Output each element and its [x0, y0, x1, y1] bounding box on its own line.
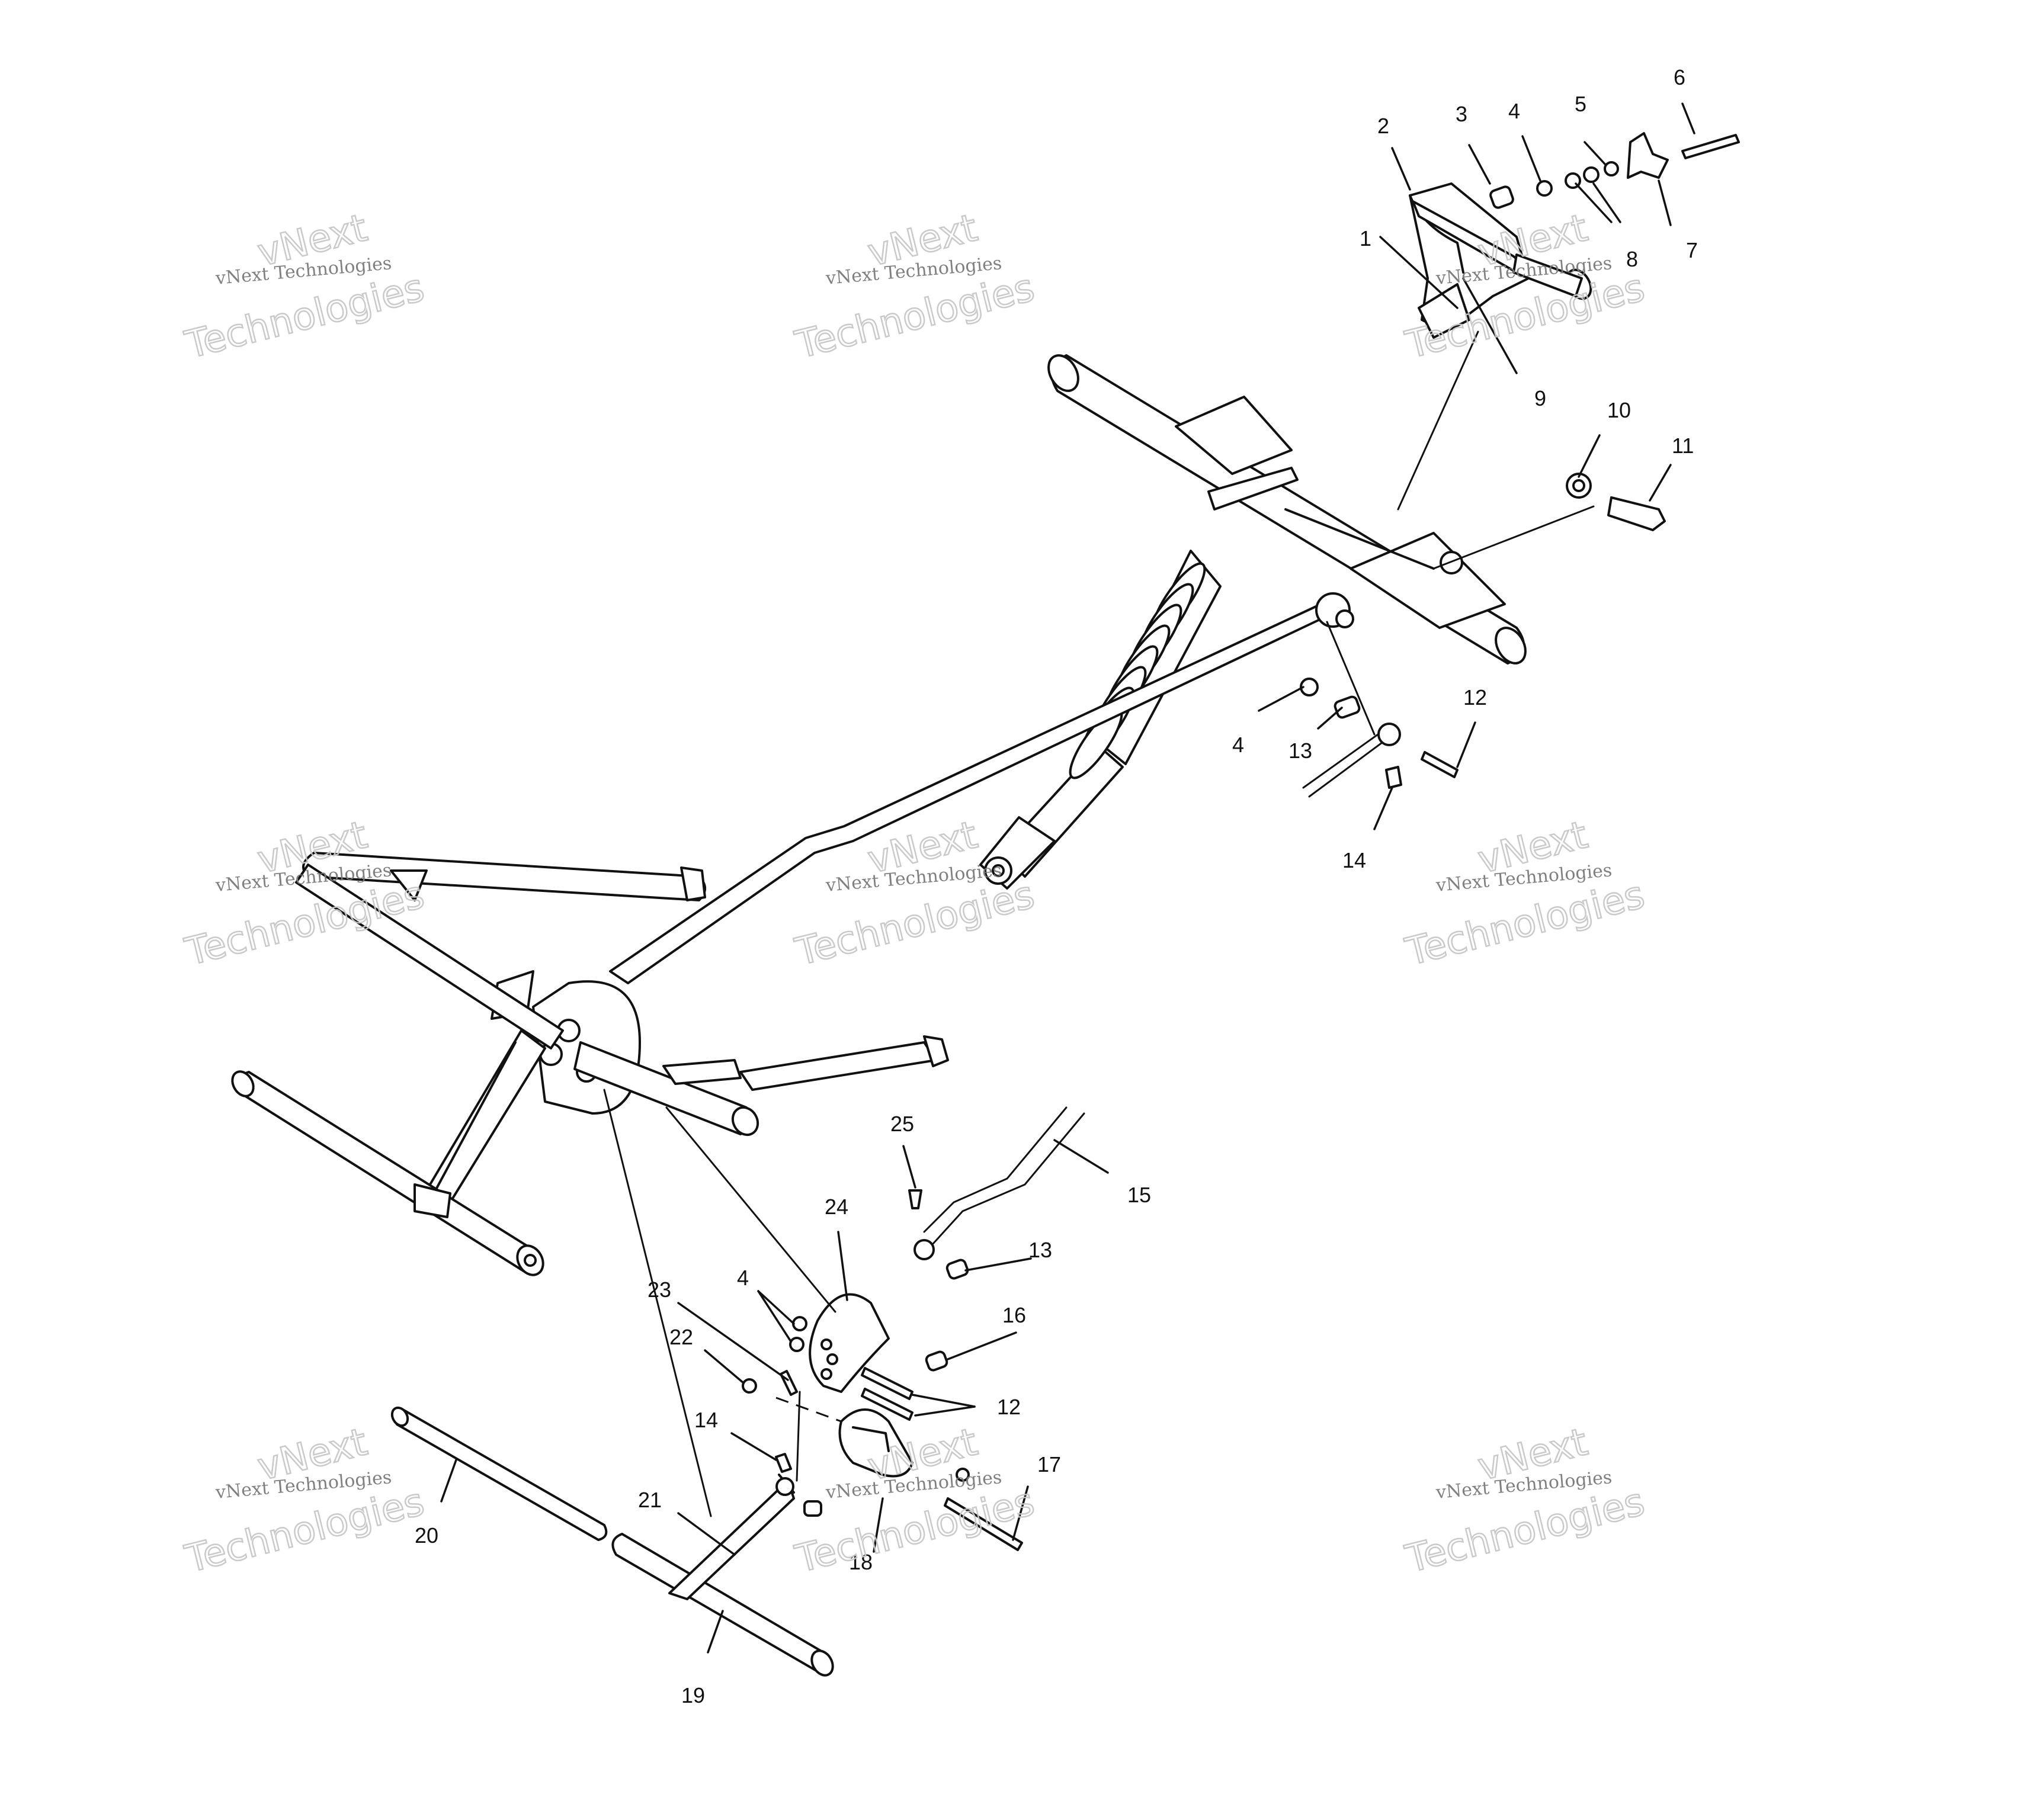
nut-4: [1536, 180, 1553, 197]
front-cross-shaft: [1047, 354, 1527, 665]
watermark-tile: vNext vNext Technologies Technologies: [180, 206, 429, 368]
watermark-tile: vNext vNext Technologies Technologies: [1400, 813, 1649, 975]
grease-fitting-14: [1385, 766, 1402, 789]
bushing-3: [1489, 185, 1514, 209]
callout-25: 25: [890, 1112, 914, 1136]
small-hardware-bottom: [742, 1189, 1023, 1551]
callout-11: 11: [1672, 434, 1694, 458]
bolt-12: [1421, 751, 1459, 778]
watermark-tile: vNext vNext Technologies Technologies: [790, 1420, 1039, 1583]
mounting-bracket: [1409, 182, 1592, 339]
assembly-line-bottom: [775, 1397, 842, 1423]
watermark-tile: vNext vNext Technologies Technologies: [180, 813, 429, 975]
callout-8: 8: [1626, 247, 1638, 271]
watermark-tile: vNext vNext Technologies Technologies: [790, 206, 1039, 368]
nut-4-mid: [1300, 678, 1319, 696]
callout-4: 4: [1508, 99, 1520, 123]
watermark-tile: vNext vNext Technologies Technologies: [1400, 1420, 1649, 1583]
callout-17: 17: [1037, 1452, 1061, 1476]
callout-16: 16: [1002, 1303, 1026, 1327]
hardware-right: [1300, 473, 1666, 798]
callout-7: 7: [1686, 238, 1698, 262]
callout-4c: 4: [737, 1266, 749, 1290]
watermarks: vNext vNext Technologies Technologies vN…: [180, 206, 1649, 1583]
callout-15: 15: [1127, 1183, 1151, 1207]
hardware-top: [1489, 132, 1740, 209]
washer-5: [1604, 161, 1619, 176]
callout-23: 23: [648, 1277, 671, 1302]
callout-1: 1: [1360, 226, 1371, 251]
pivot-arm-24: [809, 1293, 890, 1393]
callout-6: 6: [1674, 65, 1685, 89]
callout-13a: 13: [1288, 739, 1312, 763]
callout-22: 22: [669, 1325, 693, 1349]
callout-leaders: [440, 102, 1695, 1654]
bolt-6: [1681, 134, 1740, 159]
rear-axle-assembly: [295, 852, 949, 1203]
watermark-tile: vNext vNext Technologies Technologies: [180, 1420, 429, 1583]
callout-10: 10: [1607, 398, 1631, 422]
link-21: [668, 1474, 795, 1600]
callout-5: 5: [1575, 92, 1586, 116]
shock-absorber: [979, 467, 1299, 890]
rod-15: [913, 1106, 1085, 1260]
callout-12b: 12: [997, 1395, 1021, 1419]
rear-shaft-20: [390, 1406, 608, 1541]
bushing-13: [1334, 695, 1361, 719]
callout-20: 20: [415, 1523, 438, 1548]
callout-12a: 12: [1463, 685, 1487, 710]
callout-2: 2: [1377, 114, 1389, 138]
callout-labels: 1 2 3 4 5 6 7 8 9 10 11 12 4 13 14 25 15…: [415, 65, 1698, 1707]
callout-3: 3: [1456, 102, 1467, 126]
callout-14b: 14: [694, 1408, 718, 1432]
callout-19: 19: [681, 1683, 705, 1707]
callout-9: 9: [1534, 386, 1546, 410]
rear-shaft-19: [611, 1533, 834, 1677]
bolt-11: [1607, 496, 1666, 531]
callout-4b: 4: [1232, 733, 1244, 757]
rear-lower-shaft: [231, 1070, 544, 1276]
wing-knob-7: [1627, 132, 1669, 179]
callout-18: 18: [849, 1550, 873, 1574]
lower-pivot-18: [838, 1408, 913, 1478]
assembly-lines: [603, 330, 1595, 1517]
callout-24: 24: [825, 1195, 848, 1219]
callout-13b: 13: [1028, 1238, 1052, 1262]
callout-21: 21: [638, 1488, 662, 1512]
torque-arm: [609, 592, 1354, 984]
callout-14a: 14: [1342, 848, 1366, 872]
